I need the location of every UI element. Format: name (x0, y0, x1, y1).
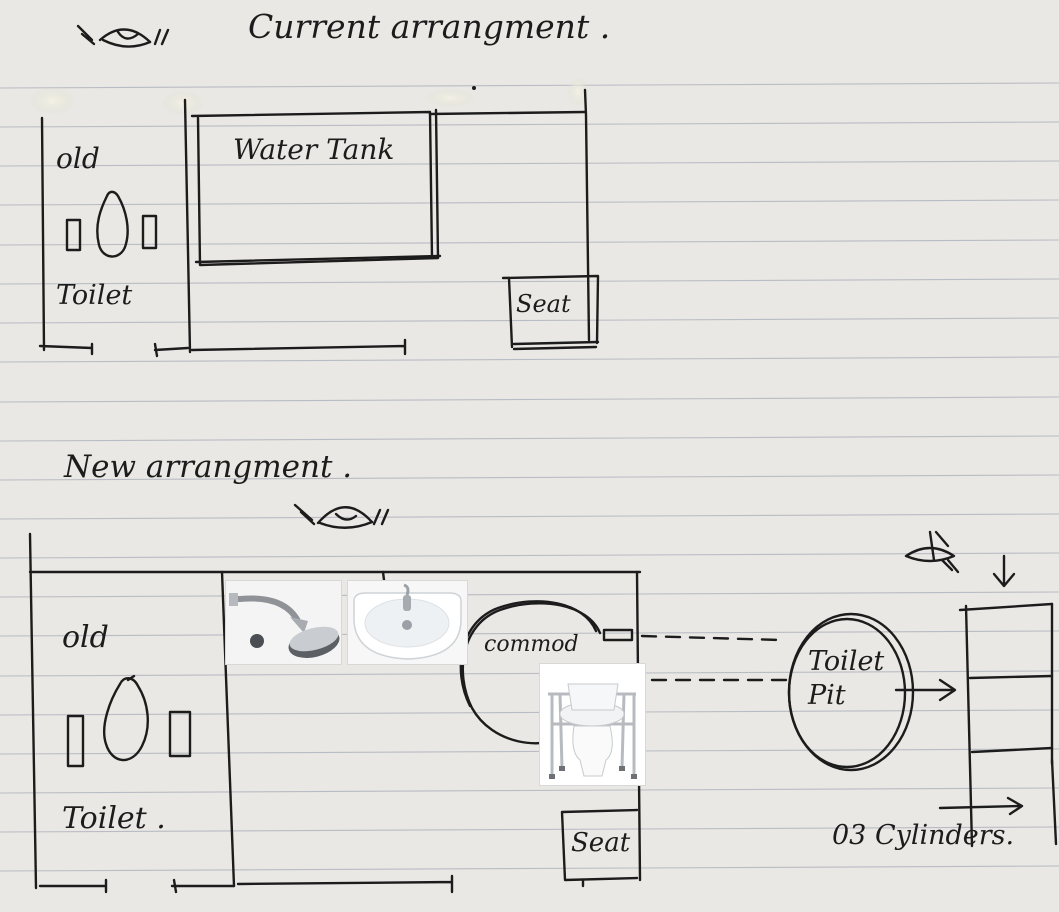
new-toilet-label: Toilet . (62, 801, 166, 836)
pipe-dash-1 (640, 634, 782, 642)
eye-icon (904, 530, 960, 574)
ruled-lines (0, 82, 1059, 872)
arrow-right-icon (894, 678, 957, 702)
new-seat-label: Seat (571, 828, 631, 858)
current-toilet-label: Toilet (56, 280, 133, 311)
old-toilet-symbol-current (65, 190, 158, 258)
eye-icon (293, 503, 390, 529)
tape-marks (30, 78, 588, 115)
current-old-label: old (56, 142, 100, 175)
shower-head-photo (226, 581, 341, 664)
old-toilet-symbol-new (66, 674, 192, 768)
eye-icon (76, 24, 170, 48)
arrow-down-icon (992, 554, 1016, 588)
cylinders-drawing (938, 602, 1058, 848)
current-layout-drawing (38, 88, 600, 358)
commode-label: commod (484, 632, 579, 657)
commode-chair-photo (540, 664, 645, 785)
sink-icon (348, 581, 467, 664)
commode-chair-icon (540, 664, 645, 785)
water-tank-label: Water Tank (233, 133, 395, 166)
new-old-label: old (62, 620, 109, 655)
toilet-pit-label: Toilet Pit (808, 646, 885, 711)
toilet-pit-circle (787, 612, 915, 772)
current-seat-label: Seat (516, 290, 571, 318)
current-heading: Current arrangment . (248, 7, 611, 46)
cylinders-label: 03 Cylinders. (832, 820, 1015, 851)
wash-basin-photo (348, 581, 467, 664)
new-layout-drawing (28, 530, 1058, 894)
new-heading: New arrangment . (64, 449, 353, 485)
shower-head-icon (226, 581, 341, 664)
